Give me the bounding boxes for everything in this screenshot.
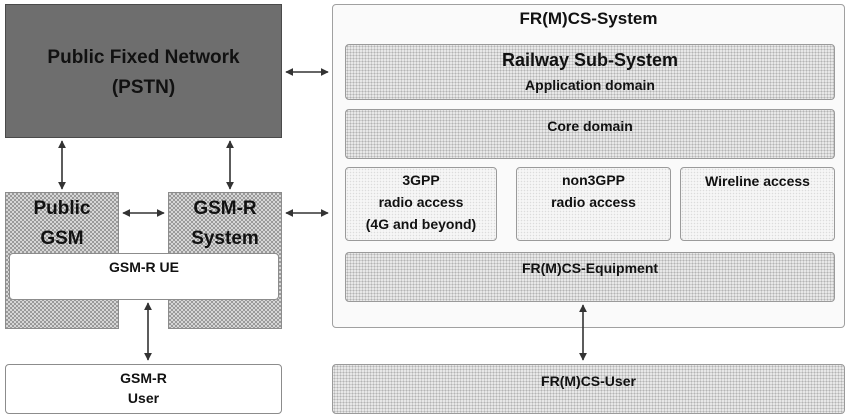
public-gsm-label-line1: Public bbox=[33, 198, 91, 219]
gsmr-ue-label: GSM-R UE bbox=[109, 259, 179, 275]
gsmr-user-label-line1: GSM-R bbox=[120, 370, 167, 386]
pstn-label-line2: (PSTN) bbox=[111, 77, 176, 98]
core-domain-box: Core domain bbox=[345, 109, 835, 159]
frmcs-user-label: FR(M)CS-User bbox=[541, 373, 636, 389]
application-domain-label: Application domain bbox=[525, 77, 655, 93]
gsmr-user-label-line2: User bbox=[127, 390, 160, 406]
gsmr-ue-box: GSM-R UE bbox=[9, 253, 279, 300]
railway-subsystem-box: Railway Sub-System Application domain bbox=[345, 44, 835, 100]
3gpp-radio-access-box: 3GPP radio access (4G and beyond) bbox=[345, 167, 497, 241]
gsmr-user-box: GSM-R User bbox=[5, 364, 282, 414]
wireline-access-box: Wireline access bbox=[680, 167, 835, 241]
frmcs-user-box: FR(M)CS-User bbox=[332, 364, 845, 414]
gsmr-system-label-line2: System bbox=[191, 228, 259, 249]
public-gsm-label-line2: GSM bbox=[40, 228, 84, 249]
gsmr-system-label-line1: GSM-R bbox=[193, 198, 257, 219]
core-domain-label: Core domain bbox=[547, 118, 633, 134]
pstn-label-line1: Public Fixed Network bbox=[47, 47, 240, 68]
railway-subsystem-title: Railway Sub-System bbox=[501, 50, 679, 70]
3gpp-label-line2: radio access bbox=[378, 194, 464, 210]
3gpp-label-line1: 3GPP bbox=[402, 172, 440, 188]
non3gpp-radio-access-box: non3GPP radio access bbox=[516, 167, 671, 241]
frmcs-equipment-box: FR(M)CS-Equipment bbox=[345, 252, 835, 302]
pstn-box: Public Fixed Network (PSTN) bbox=[5, 4, 282, 138]
non3gpp-label-line1: non3GPP bbox=[561, 172, 625, 188]
non3gpp-label-line2: radio access bbox=[551, 194, 636, 210]
wireline-access-label: Wireline access bbox=[705, 173, 810, 189]
frmcs-system-title: FR(M)CS-System bbox=[519, 9, 658, 28]
3gpp-label-line3: (4G and beyond) bbox=[365, 216, 477, 232]
frmcs-equipment-label: FR(M)CS-Equipment bbox=[521, 260, 659, 276]
